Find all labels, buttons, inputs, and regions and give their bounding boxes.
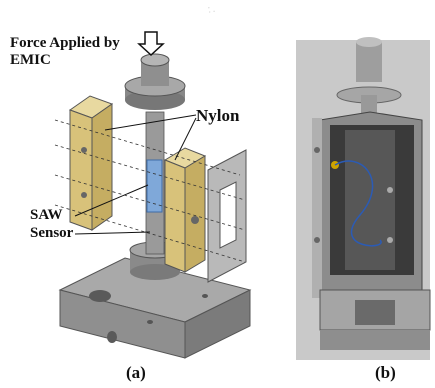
base-block xyxy=(58,257,252,359)
top-knob xyxy=(336,37,402,115)
nylon-block-right xyxy=(163,147,207,273)
force-arrow-icon xyxy=(137,31,165,57)
caption-a: (a) xyxy=(126,363,146,382)
force-label: Force Applied by EMIC xyxy=(10,35,120,69)
assembly-lines xyxy=(54,119,246,263)
leader-lines xyxy=(74,114,197,235)
photo-base xyxy=(319,289,431,350)
cad-exploded-view: Force Applied by EMIC Nylon SAW Sensor (… xyxy=(10,31,252,382)
caption-b: (b) xyxy=(375,363,396,382)
saw-label-line2: Sensor xyxy=(30,225,74,241)
cad-drawing xyxy=(54,31,252,359)
saw-sensor xyxy=(146,159,163,213)
nylon-block-left xyxy=(68,95,114,231)
metal-enclosure xyxy=(312,111,423,301)
fixture-photo: (b) xyxy=(290,0,435,388)
saw-sensor-label: SAW Sensor xyxy=(30,206,73,242)
force-label-line2: EMIC xyxy=(10,52,51,68)
cable xyxy=(334,160,382,247)
nylon-label: Nylon xyxy=(196,106,240,125)
photo-drawing xyxy=(296,37,431,360)
force-label-line1: Force Applied by xyxy=(10,35,120,51)
saw-label-line1: SAW xyxy=(30,207,63,223)
upper-flange xyxy=(124,53,186,110)
side-plate xyxy=(207,149,247,283)
